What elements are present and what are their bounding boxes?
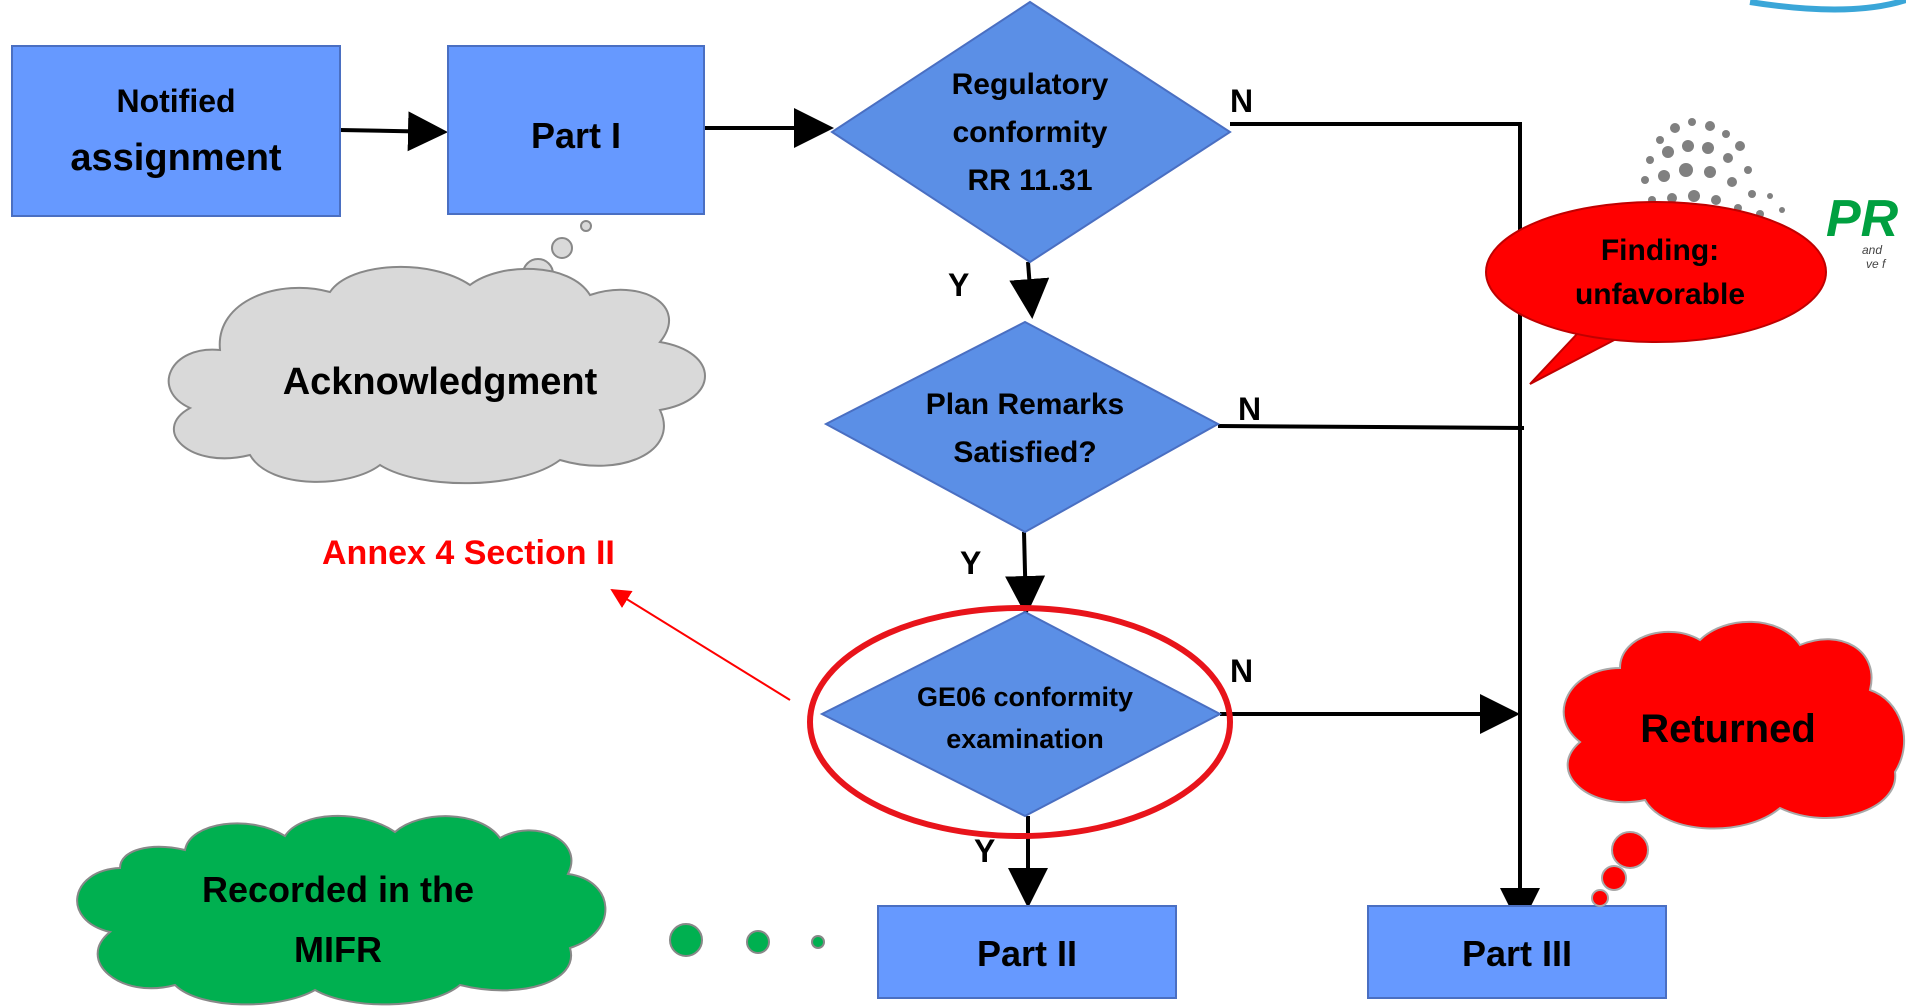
regulatory-line1: Regulatory bbox=[952, 68, 1109, 101]
branch-y-plan: Y bbox=[960, 545, 981, 581]
returned-cloud: Returned bbox=[1562, 620, 1905, 907]
logo-tagline-2: ve f bbox=[1866, 257, 1887, 271]
plan-line1: Plan Remarks bbox=[926, 388, 1124, 421]
recorded-line1: Recorded in the bbox=[202, 869, 474, 910]
regulatory-conformity-diamond bbox=[830, 0, 1232, 264]
branch-y-regulatory: Y bbox=[948, 267, 969, 303]
part3-label: Part III bbox=[1462, 933, 1572, 974]
logo-mark: PR bbox=[1826, 190, 1899, 248]
recorded-line2: MIFR bbox=[294, 929, 382, 970]
acknowledgment-label: Acknowledgment bbox=[283, 361, 598, 403]
annex-annotation: Annex 4 Section II bbox=[322, 534, 615, 572]
finding-line2: unfavorable bbox=[1575, 278, 1745, 311]
acknowledgment-cloud: Acknowledgment bbox=[167, 220, 706, 485]
returned-label: Returned bbox=[1640, 707, 1816, 751]
ge06-diamond bbox=[819, 610, 1223, 818]
recorded-cloud: Recorded in the MIFR bbox=[76, 815, 825, 1006]
logo-tagline-1: and bbox=[1862, 243, 1882, 257]
ge06-line2: examination bbox=[946, 724, 1104, 754]
part2-box bbox=[877, 905, 1177, 999]
finding-line1: Finding: bbox=[1601, 234, 1719, 267]
arrow-plan-to-ge06 bbox=[1005, 531, 1046, 616]
notified-line1: Notified bbox=[116, 83, 235, 119]
connectors bbox=[339, 108, 1540, 928]
ge06-line1: GE06 conformity bbox=[917, 682, 1133, 712]
line-regulatory-no bbox=[1230, 122, 1522, 426]
annex-pointer-arrow bbox=[610, 588, 791, 701]
regulatory-line2: conformity bbox=[952, 116, 1107, 149]
arrow-regulatory-to-plan bbox=[1009, 261, 1050, 319]
branch-y-ge06: Y bbox=[974, 833, 995, 869]
notified-assignment-box bbox=[11, 45, 341, 217]
notified-line2: assignment bbox=[70, 137, 282, 179]
branch-n-plan: N bbox=[1238, 391, 1261, 427]
finding-callout: Finding: unfavorable bbox=[1485, 201, 1827, 385]
ge06-highlight-ellipse bbox=[807, 605, 1233, 839]
branch-n-regulatory: N bbox=[1230, 83, 1253, 119]
regulatory-line3: RR 11.31 bbox=[967, 164, 1092, 197]
part1-box bbox=[447, 45, 705, 215]
logo-arc bbox=[1749, 0, 1906, 13]
part1-label: Part I bbox=[531, 115, 621, 156]
plan-remarks-diamond bbox=[823, 320, 1221, 534]
arrow-notified-to-part1 bbox=[339, 111, 448, 152]
plan-line2: Satisfied? bbox=[953, 436, 1096, 469]
part2-label: Part II bbox=[977, 933, 1077, 974]
line-plan-no bbox=[1217, 424, 1525, 430]
finding-callout-bubble bbox=[1485, 201, 1827, 343]
part3-box bbox=[1367, 905, 1667, 999]
branch-n-ge06: N bbox=[1230, 653, 1253, 689]
